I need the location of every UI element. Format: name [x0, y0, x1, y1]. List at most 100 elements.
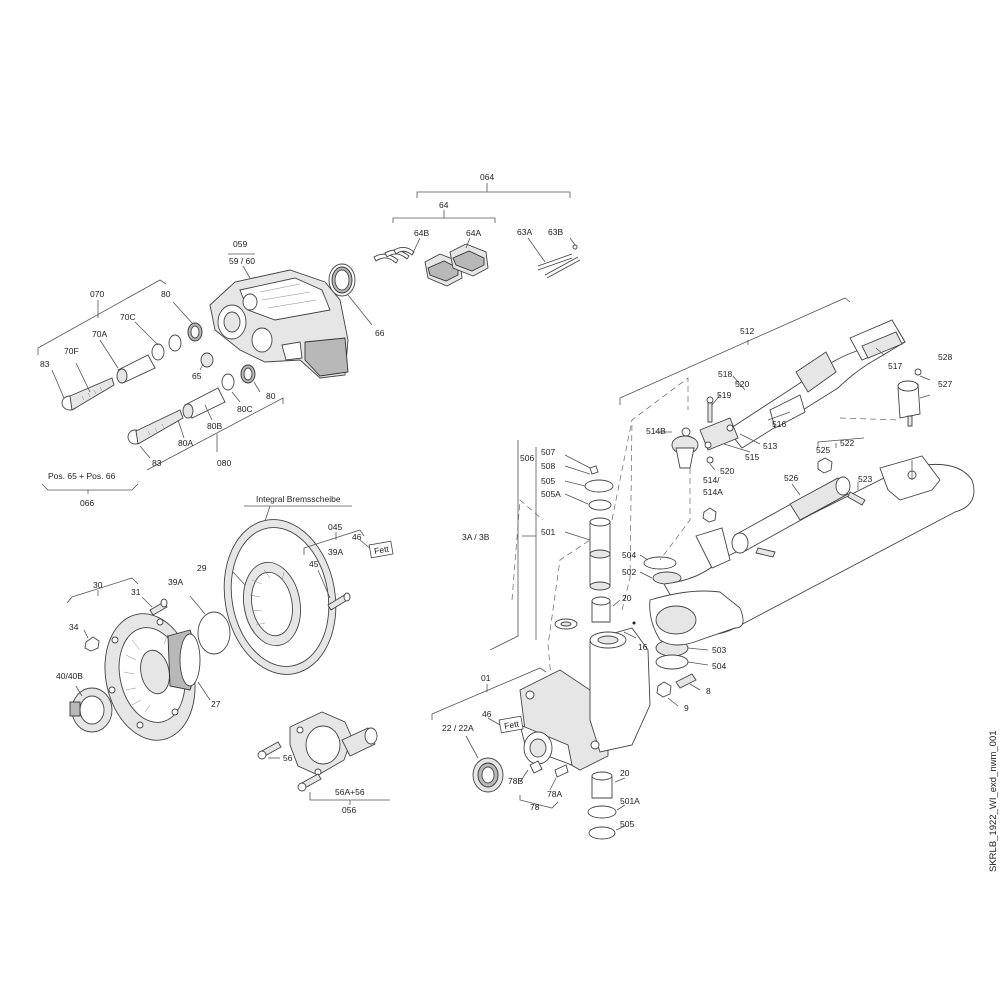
callout-064: 064	[480, 172, 494, 182]
callout-503: 503	[712, 645, 726, 655]
callout-46-disc: 46	[352, 532, 362, 542]
drawing-reference: SKRLB_1922_WI_exd_nwm_001	[988, 730, 999, 872]
callout-70F: 70F	[64, 346, 79, 356]
callout-080: 080	[217, 458, 231, 468]
callout-505A: 505A	[541, 489, 561, 499]
callout-78: 78	[530, 802, 540, 812]
callout-46-fett: 46	[482, 709, 492, 719]
callout-16: 16	[638, 642, 648, 652]
callout-66: 66	[375, 328, 385, 338]
callout-514A: 514A	[703, 487, 723, 497]
callout-65: 65	[192, 371, 202, 381]
callout-523: 523	[858, 474, 872, 484]
fett-label-2: Fett	[503, 719, 520, 732]
callout-78B: 78B	[508, 776, 523, 786]
callout-01: 01	[481, 673, 491, 683]
callout-070: 070	[90, 289, 104, 299]
callout-63B: 63B	[548, 227, 563, 237]
kingpin-group-506	[489, 377, 689, 711]
callout-520-a: 520	[735, 379, 749, 389]
brake-disc	[189, 505, 352, 675]
callout-517: 517	[888, 361, 902, 371]
wheel-stud-045	[303, 529, 394, 611]
callout-70A: 70A	[92, 329, 107, 339]
callout-20-a: 20	[622, 593, 632, 603]
brake-caliper	[209, 253, 349, 379]
callout-505-b: 505	[620, 819, 634, 829]
callout-34: 34	[69, 622, 79, 632]
callout-64: 64	[439, 200, 449, 210]
steering-knuckle	[431, 618, 709, 840]
callout-066: 066	[80, 498, 94, 508]
callout-22-22A: 22 / 22A	[442, 723, 474, 733]
callout-pos-note: Pos. 65 + Pos. 66	[48, 471, 116, 481]
callout-525: 525	[816, 445, 830, 455]
callout-056: 056	[342, 805, 356, 815]
callout-56: 56	[283, 753, 293, 763]
callout-513: 513	[763, 441, 777, 451]
callout-80B: 80B	[207, 421, 222, 431]
wheel-hub-assembly	[66, 577, 211, 741]
callout-80-mid: 80	[266, 391, 276, 401]
callout-504-b: 504	[712, 661, 726, 671]
callout-505-a: 505	[541, 476, 555, 486]
callout-522: 522	[840, 438, 854, 448]
callout-83-bot: 83	[152, 458, 162, 468]
callout-70C: 70C	[120, 312, 136, 322]
callout-64A: 64A	[466, 228, 481, 238]
callout-39A-b: 39A	[168, 577, 183, 587]
callout-506: 506	[520, 453, 534, 463]
callout-80-top: 80	[161, 289, 171, 299]
callout-501A: 501A	[620, 796, 640, 806]
callout-508: 508	[541, 461, 555, 471]
callout-39A-a: 39A	[328, 547, 343, 557]
callout-3A-3B: 3A / 3B	[462, 532, 490, 542]
callout-63A: 63A	[517, 227, 532, 237]
callout-502: 502	[622, 567, 636, 577]
fett-grease-tag-1	[368, 540, 394, 559]
callout-27: 27	[211, 699, 221, 709]
callout-80C: 80C	[237, 404, 253, 414]
callout-526: 526	[784, 473, 798, 483]
callout-31: 31	[131, 587, 141, 597]
callout-514B: 514B	[646, 426, 666, 436]
axle-beam	[649, 455, 975, 646]
callout-80A: 80A	[178, 438, 193, 448]
callout-501: 501	[541, 527, 555, 537]
callout-40-40B: 40/40B	[56, 671, 83, 681]
guide-pin-kit-080	[127, 352, 284, 471]
callout-78A: 78A	[547, 789, 562, 799]
seal-ring-66	[328, 263, 373, 326]
callout-30: 30	[93, 580, 103, 590]
callout-518: 518	[718, 369, 732, 379]
callout-56A-56: 56A+56	[335, 787, 365, 797]
callout-527: 527	[938, 379, 952, 389]
callout-29: 29	[197, 563, 207, 573]
brake-bracket-056	[257, 711, 390, 805]
callout-59-60: 59 / 60	[229, 256, 255, 266]
callout-045: 045	[328, 522, 342, 532]
callout-8: 8	[706, 686, 711, 696]
callout-45: 45	[309, 559, 319, 569]
steering-damper	[695, 368, 931, 569]
callout-519: 519	[717, 390, 731, 400]
callout-520-b: 520	[720, 466, 734, 476]
callout-507: 507	[541, 447, 555, 457]
callout-514-slash: 514/	[703, 475, 720, 485]
callout-512: 512	[740, 326, 754, 336]
callout-labels: 064 64 64B 64A 63A 63B 059 59 / 60 070 8…	[40, 172, 999, 872]
callout-83-top: 83	[40, 359, 50, 369]
tie-rod-512	[619, 297, 906, 561]
callout-528: 528	[938, 352, 952, 362]
brake-pad-set-group	[373, 183, 581, 287]
callout-504-a: 504	[622, 550, 636, 560]
callout-059: 059	[233, 239, 247, 249]
callout-516: 516	[772, 419, 786, 429]
callout-64B: 64B	[414, 228, 429, 238]
callout-9: 9	[684, 703, 689, 713]
callout-515: 515	[745, 452, 759, 462]
callout-integral-bremsscheibe: Integral Bremsscheibe	[256, 494, 341, 504]
fett-grease-tag-2	[498, 715, 524, 734]
callout-20-b: 20	[620, 768, 630, 778]
